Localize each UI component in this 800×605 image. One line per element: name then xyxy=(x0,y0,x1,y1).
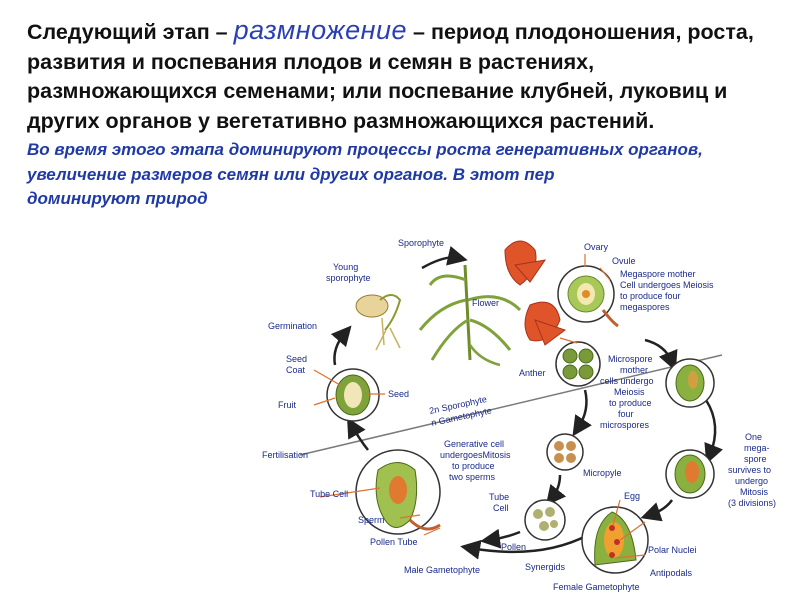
arrow-to-germination xyxy=(330,325,352,366)
arrow-to-sporophyte xyxy=(421,246,468,270)
label-pollen-tube: Pollen Tube xyxy=(370,537,418,547)
label-tube-cell: Tube Cell xyxy=(310,489,348,499)
arrow-to-pollen xyxy=(545,474,567,506)
ovary-cross-section xyxy=(557,265,619,328)
anther-cross-section xyxy=(555,341,601,387)
megaspore-circle xyxy=(665,358,715,408)
label-megaspore-2: Cell undergoes Meiosis xyxy=(620,280,714,290)
label-seed-coat-1: Seed xyxy=(286,354,307,364)
label-generative-1: Generative cell xyxy=(444,439,504,449)
microspores-circle xyxy=(546,433,584,471)
label-generative-2: undergoesMitosis xyxy=(440,450,511,460)
label-fertilisation: Fertilisation xyxy=(262,450,308,460)
plant-life-cycle-diagram: Sporophyte Young sporophyte Ovary Ovule … xyxy=(262,228,800,600)
pollen-circle xyxy=(524,499,566,541)
slide-subtext: Во время этого этапа доминируют процессы… xyxy=(27,138,777,212)
label-megaspore-4: megaspores xyxy=(620,302,670,312)
label-pollen: Pollen xyxy=(501,542,526,552)
arrow-to-one-megaspore xyxy=(704,399,723,465)
label-young-sporophyte-2: sporophyte xyxy=(326,273,371,283)
label-polar-nuclei: Polar Nuclei xyxy=(648,545,697,555)
subtext-lines: Во время этого этапа доминируют процессы… xyxy=(27,140,703,184)
label-ovule: Ovule xyxy=(612,256,636,266)
young-sporophyte-illustration xyxy=(355,294,402,351)
label-one-megaspore-3: spore xyxy=(744,454,767,464)
label-microspore-6: four xyxy=(618,409,634,419)
arrow-female-to-fertilisation xyxy=(460,533,589,560)
label-fruit: Fruit xyxy=(278,400,296,410)
text-block: Следующий этап – размножение – период пл… xyxy=(27,15,777,212)
arrow-to-female-gametophyte xyxy=(640,499,674,522)
label-young-sporophyte-1: Young xyxy=(333,262,358,272)
label-microspore-3: cells undergo xyxy=(600,376,654,386)
label-microspore-1: Microspore xyxy=(608,354,653,364)
label-microspore-2: mother xyxy=(620,365,648,375)
label-generative-3: to produce xyxy=(452,461,495,471)
label-one-megaspore-1: One xyxy=(745,432,762,442)
heading-emphasis: размножение xyxy=(233,15,408,45)
label-ovary: Ovary xyxy=(584,242,609,252)
label-sporophyte: Sporophyte xyxy=(398,238,444,248)
label-male-gametophyte: Male Gametophyte xyxy=(404,565,480,575)
label-microspore-4: Meiosis xyxy=(614,387,645,397)
subtext-line4: доминируют природ xyxy=(27,189,208,208)
label-seed-coat-2: Coat xyxy=(286,365,306,375)
seed-illustration xyxy=(326,368,380,422)
lily-sporophyte-illustration xyxy=(418,240,567,367)
arrow-to-seed xyxy=(347,417,369,451)
label-female-gametophyte: Female Gametophyte xyxy=(553,582,640,592)
one-megaspore-circle xyxy=(665,449,715,499)
label-one-megaspore-5: undergo xyxy=(735,476,768,486)
label-megaspore-1: Megaspore mother xyxy=(620,269,696,279)
label-anther: Anther xyxy=(519,368,546,378)
pointer-lines xyxy=(313,254,646,559)
heading-part1: Следующий этап – xyxy=(27,20,234,44)
arrow-to-microspores xyxy=(572,389,592,437)
label-one-megaspore-4: survives to xyxy=(728,465,771,475)
label-one-megaspore-2: mega- xyxy=(744,443,770,453)
male-gametophyte-illustration xyxy=(355,449,441,535)
label-egg: Egg xyxy=(624,491,640,501)
arrow-to-male-gametophyte xyxy=(480,528,521,549)
label-sperm: Sperm xyxy=(358,515,385,525)
label-germination: Germination xyxy=(268,321,317,331)
label-microspore-5: to produce xyxy=(609,398,652,408)
label-one-megaspore-7: (3 divisions) xyxy=(728,498,776,508)
label-synergids: Synergids xyxy=(525,562,566,572)
label-flower: Flower xyxy=(472,298,499,308)
label-antipodals: Antipodals xyxy=(650,568,693,578)
label-seed: Seed xyxy=(388,389,409,399)
label-micropyle: Micropyle xyxy=(583,468,622,478)
label-one-megaspore-6: Mitosis xyxy=(740,487,769,497)
label-tube-cell-2b: Cell xyxy=(493,503,509,513)
label-tube-cell-2a: Tube xyxy=(489,492,509,502)
label-generative-4: two sperms xyxy=(449,472,496,482)
label-microspore-7: microspores xyxy=(600,420,650,430)
slide-heading: Следующий этап – размножение – период пл… xyxy=(27,15,777,136)
ploidy-divider-line xyxy=(299,354,723,456)
arrow-to-megaspore xyxy=(644,338,678,372)
life-cycle-svg: Sporophyte Young sporophyte Ovary Ovule … xyxy=(262,228,800,600)
heading-part2: – период плодоношения, роста, развития и… xyxy=(27,20,754,133)
label-megaspore-3: to produce four xyxy=(620,291,681,301)
